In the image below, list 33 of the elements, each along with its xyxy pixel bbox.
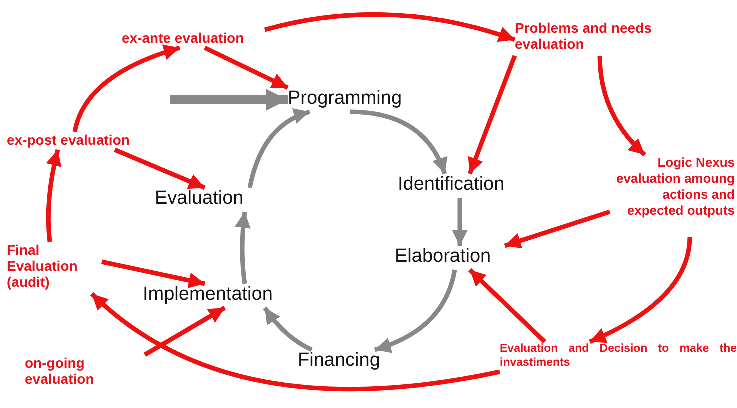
evaluation-label: on-going evaluation <box>25 355 96 387</box>
arrow <box>90 292 500 392</box>
stage-label: Elaboration <box>395 246 492 268</box>
arrow <box>350 110 448 175</box>
evaluation-label: Logic Nexus evaluation amoung actions and expected outputs <box>616 155 735 219</box>
arrow <box>264 12 516 43</box>
arrow <box>504 210 611 249</box>
arrow <box>452 198 468 246</box>
stage-label: Financing <box>298 350 382 372</box>
evaluation-label: Final Evaluation (audit) <box>7 242 79 290</box>
evaluation-label: Evaluation and Decision to make the invastiments <box>500 342 737 370</box>
stage-label: Implementation <box>143 284 274 306</box>
arrow <box>374 270 458 353</box>
evaluation-label: ex-ante evaluation <box>122 30 246 46</box>
stage-label: Programming <box>288 88 404 110</box>
arrow <box>248 109 311 188</box>
arrow <box>235 212 252 284</box>
arrow <box>46 149 62 242</box>
evaluation-label: Problems and needs evaluation <box>515 20 653 52</box>
arrow <box>72 45 181 133</box>
arrow <box>598 56 647 157</box>
arrow <box>170 89 288 111</box>
arrow <box>468 268 547 344</box>
stage-label: Evaluation <box>155 188 245 210</box>
arrow <box>204 46 289 90</box>
arrow <box>144 306 226 357</box>
evaluation-label: ex-post evaluation <box>7 132 131 148</box>
arrow <box>102 260 206 288</box>
arrow <box>468 55 518 175</box>
arrow <box>263 306 313 352</box>
stage-label: Identification <box>398 174 506 196</box>
arrow <box>589 236 692 344</box>
arrow <box>114 148 206 190</box>
